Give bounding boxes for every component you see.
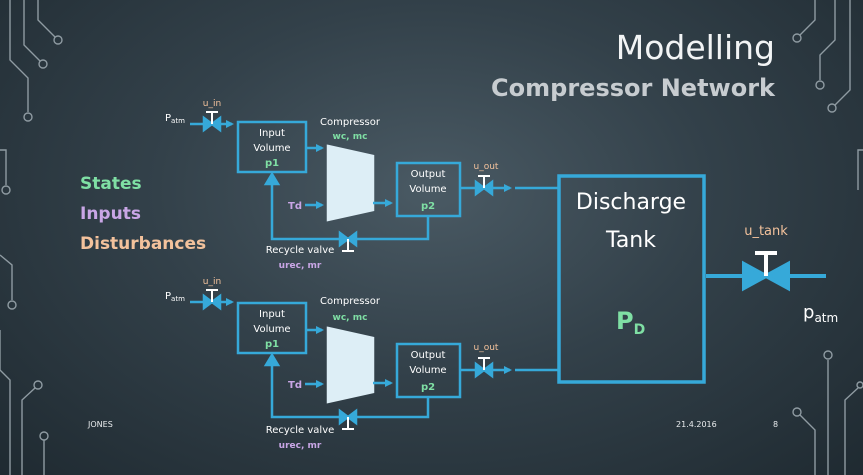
- compressor-label-1: Compressor: [320, 117, 381, 128]
- input-state-2: p1: [265, 339, 279, 350]
- outlet-valve-1: [474, 179, 487, 197]
- recycle-states-2: urec, mr: [279, 441, 322, 451]
- svg-text:Input: Input: [259, 128, 285, 139]
- inlet-valve-2: [202, 293, 215, 311]
- inlet-valve-label-1: u_in: [203, 99, 221, 109]
- legend-disturbances: Disturbances: [80, 234, 207, 254]
- output-state-1: p2: [421, 201, 435, 212]
- outlet-p-atm-label: patm: [803, 302, 838, 325]
- footer-author: JONES: [88, 420, 113, 429]
- discharge-tank: [557, 174, 706, 384]
- td-label-2: Td: [288, 380, 302, 391]
- footer-page-number: 8: [773, 420, 779, 429]
- p-atm-label-2: Patm: [165, 291, 185, 303]
- slide-title: Modelling: [615, 28, 775, 67]
- compressor-unit-1: [190, 111, 558, 252]
- tank-outlet: [706, 251, 826, 292]
- legend-states: States: [80, 174, 142, 194]
- svg-text:Volume: Volume: [409, 365, 446, 376]
- tank-valve-label: u_tank: [744, 224, 788, 239]
- recycle-valve-1: [345, 230, 358, 248]
- compressor-1: [326, 144, 375, 222]
- compressor-states-1: wc, mc: [333, 132, 368, 142]
- outlet-valve-2: [474, 361, 487, 379]
- tank-label-line2: Tank: [605, 228, 656, 253]
- svg-text:Output: Output: [411, 350, 446, 361]
- svg-text:Volume: Volume: [253, 324, 290, 335]
- compressor-label-2: Compressor: [320, 296, 381, 307]
- recycle-valve-2: [345, 408, 358, 426]
- svg-text:Input: Input: [259, 309, 285, 320]
- unit-2-labels: Patm u_in Input Volume p1 Compressor wc,…: [165, 277, 499, 451]
- output-state-2: p2: [421, 382, 435, 393]
- unit-1-labels: Patm u_in Input Volume p1 Compressor wc,…: [165, 99, 499, 271]
- input-state-1: p1: [265, 158, 279, 169]
- legend-inputs: Inputs: [80, 204, 141, 224]
- p-atm-label-1: Patm: [165, 113, 185, 125]
- tank-label-line1: Discharge: [576, 190, 686, 215]
- compressor-states-2: wc, mc: [333, 313, 368, 323]
- svg-text:Volume: Volume: [409, 184, 446, 195]
- slide-subtitle: Compressor Network: [491, 74, 775, 102]
- recycle-states-1: urec, mr: [279, 261, 322, 271]
- recycle-valve-label-2: Recycle valve: [266, 425, 335, 436]
- tank-valve: [742, 260, 771, 292]
- compressor-2: [326, 326, 375, 404]
- outlet-valve-label-1: u_out: [474, 162, 499, 172]
- outlet-valve-label-2: u_out: [474, 343, 499, 353]
- compressor-unit-2: [190, 289, 558, 430]
- svg-text:Output: Output: [411, 169, 446, 180]
- tank-state: PD: [616, 307, 645, 338]
- inlet-valve-label-2: u_in: [203, 277, 221, 287]
- recycle-valve-label-1: Recycle valve: [266, 245, 335, 256]
- svg-text:Volume: Volume: [253, 143, 290, 154]
- inlet-valve-1: [202, 115, 215, 133]
- td-label-1: Td: [288, 201, 302, 212]
- footer-date: 21.4.2016: [676, 420, 717, 429]
